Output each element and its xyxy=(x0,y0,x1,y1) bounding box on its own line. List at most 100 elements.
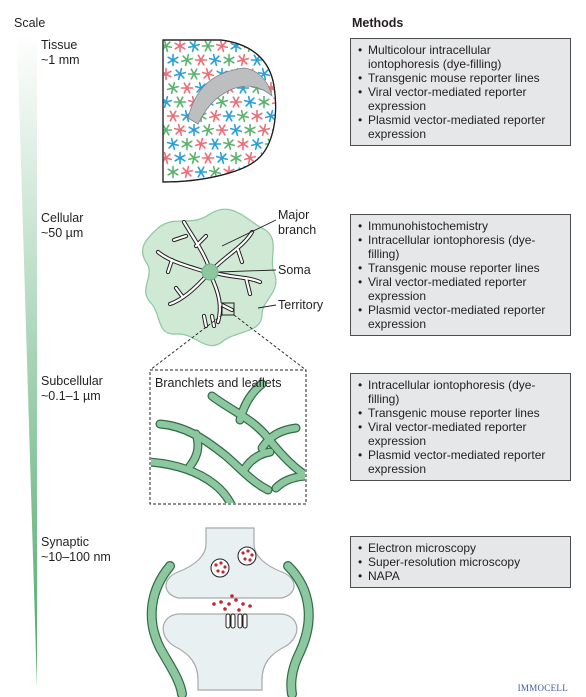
corpus-callosum xyxy=(187,67,273,125)
method-item: Multicolour intracellular iontophoresis … xyxy=(357,43,564,71)
tissue-astrocyte-mark xyxy=(173,96,187,108)
tissue-astrocyte-mark xyxy=(243,95,257,109)
brand-logo: IMMOCELL xyxy=(517,683,568,693)
tissue-astrocyte-mark xyxy=(215,95,229,109)
presynaptic-terminal xyxy=(165,527,295,599)
tissue-astrocyte-mark xyxy=(222,137,236,151)
methods-box-cellular: Immunohistochemistry Intracellular ionto… xyxy=(350,214,571,336)
tissue-illustration xyxy=(162,39,277,183)
tissue-astrocyte-mark xyxy=(215,40,229,53)
tissue-astrocyte-mark xyxy=(201,67,215,81)
tissue-astrocyte-mark xyxy=(187,151,201,165)
callout-territory: Territory xyxy=(278,298,324,312)
tissue-astrocyte-mark xyxy=(264,53,276,67)
method-item: Plasmid vector-mediated reporter express… xyxy=(357,448,564,476)
method-item: Transgenic mouse reporter lines xyxy=(357,261,564,275)
tissue-astrocyte-mark xyxy=(173,123,187,137)
territory-box xyxy=(221,302,235,316)
tissue-astrocyte-mark xyxy=(180,82,194,94)
scale-wedge xyxy=(17,33,37,688)
method-item: Transgenic mouse reporter lines xyxy=(357,71,564,85)
level-subcellular-range: ~0.1–1 µm xyxy=(41,389,101,403)
tissue-astrocyte-mark xyxy=(230,40,242,53)
tissue-astrocyte-mark xyxy=(167,53,179,67)
receptor xyxy=(225,613,231,629)
tissue-astrocyte-mark xyxy=(215,151,229,165)
tissue-astrocyte-mark xyxy=(181,137,193,151)
tissue-astrocyte-mark xyxy=(174,151,186,165)
receptor xyxy=(237,613,243,629)
tissue-astrocyte-mark xyxy=(166,81,180,95)
tissue-astrocyte-mark xyxy=(187,68,201,80)
tissue-astrocyte-mark xyxy=(208,53,222,67)
level-cellular-range: ~50 µm xyxy=(41,226,84,240)
tissue-astrocyte-mark xyxy=(244,123,256,137)
tissue-astrocyte-mark xyxy=(251,109,263,123)
astrocyte-illustration xyxy=(141,208,307,371)
tissue-astrocyte-mark xyxy=(271,43,276,51)
method-item: Viral vector-mediated reporter expressio… xyxy=(357,275,564,303)
callout-major-branch: Major branch xyxy=(278,208,317,237)
tissue-astrocyte-mark xyxy=(188,123,200,137)
level-synaptic-range: ~10–100 nm xyxy=(41,550,111,564)
level-tissue-range: ~1 mm xyxy=(41,53,80,67)
tissue-astrocyte-mark xyxy=(243,151,257,165)
tissue-astrocyte-mark xyxy=(236,53,250,67)
methods-box-tissue: Multicolour intracellular iontophoresis … xyxy=(350,38,571,146)
tissue-astrocyte-mark xyxy=(166,137,180,151)
tissue-astrocyte-mark xyxy=(222,110,236,122)
tissue-astrocyte-mark xyxy=(223,53,235,67)
method-item: Super-resolution microscopy xyxy=(357,555,564,569)
method-item: Electron microscopy xyxy=(357,541,564,555)
tissue-astrocyte-mark xyxy=(250,166,264,178)
synapse-illustration xyxy=(146,527,314,697)
level-cellular-name: Cellular xyxy=(41,211,84,225)
tissue-astrocyte-mark xyxy=(201,40,215,52)
tissue-astrocyte-mark xyxy=(250,137,264,151)
tissue-astrocyte-mark xyxy=(258,95,270,109)
vesicle xyxy=(237,546,257,566)
tissue-astrocyte-mark xyxy=(229,123,243,137)
level-tissue-name: Tissue xyxy=(41,38,78,52)
tissue-astrocyte-mark xyxy=(236,109,250,123)
tissue-astrocyte-mark xyxy=(174,40,186,53)
tissue-astrocyte-mark xyxy=(194,54,208,66)
postsynaptic-spine xyxy=(162,613,298,691)
callout-branchlets: Branchlets and leaflets xyxy=(155,376,282,390)
methods-title: Methods xyxy=(352,16,404,30)
method-item: Immunohistochemistry xyxy=(357,219,564,233)
methods-box-synaptic: Electron microscopy Super-resolution mic… xyxy=(350,536,571,588)
tissue-astrocyte-mark xyxy=(229,96,243,108)
method-item: Plasmid vector-mediated reporter express… xyxy=(357,113,564,141)
tissue-astrocyte-mark xyxy=(180,165,194,179)
tissue-astrocyte-mark xyxy=(180,53,194,67)
tissue-astrocyte-mark xyxy=(194,166,208,178)
tissue-astrocyte-mark xyxy=(271,155,276,163)
tissue-astrocyte-mark xyxy=(272,70,276,78)
tissue-astrocyte-mark xyxy=(215,124,229,136)
tissue-astrocyte-mark xyxy=(166,110,180,122)
level-synaptic-name: Synaptic xyxy=(41,535,89,549)
tissue-astrocyte-mark xyxy=(264,165,276,179)
tissue-astrocyte-mark xyxy=(208,138,222,150)
method-item: Viral vector-mediated reporter expressio… xyxy=(357,420,564,448)
tissue-astrocyte-mark xyxy=(230,151,242,165)
tissue-astrocyte-mark xyxy=(173,67,187,81)
level-subcellular-name: Subcellular xyxy=(41,374,103,388)
methods-box-subcellular: Intracellular iontophoresis (dye-filling… xyxy=(350,373,571,481)
tissue-astrocyte-mark xyxy=(208,109,222,123)
scale-title: Scale xyxy=(14,16,46,30)
tissue-astrocyte-mark xyxy=(187,40,201,53)
method-item: Transgenic mouse reporter lines xyxy=(357,406,564,420)
branchlets-illustration xyxy=(149,369,307,505)
callout-soma: Soma xyxy=(278,263,311,277)
method-item: Intracellular iontophoresis (dye-filling… xyxy=(357,378,564,406)
soma xyxy=(201,263,219,281)
tissue-astrocyte-mark xyxy=(167,165,179,179)
method-item: NAPA xyxy=(357,569,564,583)
tissue-astrocyte-mark xyxy=(194,137,208,151)
method-item: Plasmid vector-mediated reporter express… xyxy=(357,303,564,331)
method-item: Intracellular iontophoresis (dye-filling… xyxy=(357,233,564,261)
vesicle xyxy=(210,558,230,578)
